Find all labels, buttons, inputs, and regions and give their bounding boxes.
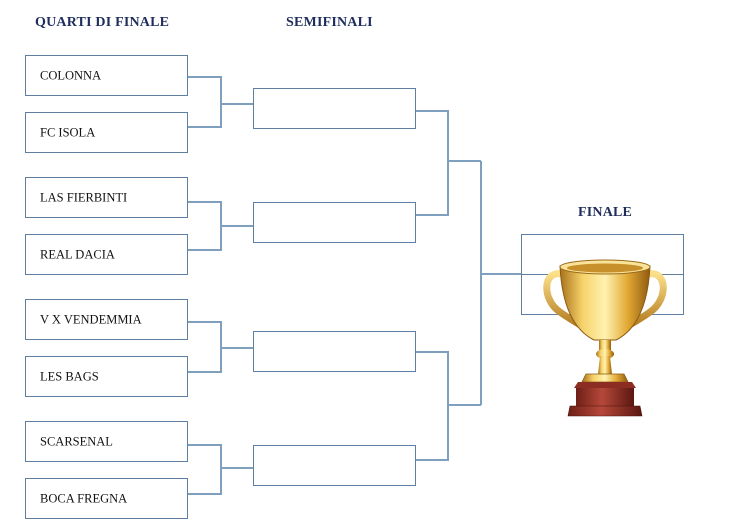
connector-sf1-sf2 xyxy=(415,110,449,216)
quarterfinal-slot-4: REAL DACIA xyxy=(25,234,188,275)
team-name: BOCA FREGNA xyxy=(40,491,128,505)
heading-quarterfinals: QUARTI DI FINALE xyxy=(35,15,170,30)
semifinal-slot-2 xyxy=(253,202,416,243)
team-name: V X VENDEMMIA xyxy=(40,312,142,326)
semifinal-slot-1 xyxy=(253,88,416,129)
connector-qf5-qf6 xyxy=(188,321,222,373)
team-name: LAS FIERBINTI xyxy=(40,190,128,204)
connector-qf1-qf2 xyxy=(188,76,222,128)
quarterfinal-slot-6: LES BAGS xyxy=(25,356,188,397)
trophy-icon xyxy=(543,259,667,417)
team-name: REAL DACIA xyxy=(40,247,115,261)
heading-final: FINALE xyxy=(578,205,633,220)
team-name: LES BAGS xyxy=(40,369,99,383)
team-name: COLONNA xyxy=(40,68,102,82)
quarterfinal-slot-7: SCARSENAL xyxy=(25,421,188,462)
quarterfinal-slot-8: BOCA FREGNA xyxy=(25,478,188,519)
team-name: SCARSENAL xyxy=(40,434,113,448)
connector-sf3-sf4 xyxy=(415,351,449,461)
connector-qf7-qf8 xyxy=(188,444,222,495)
quarterfinal-slot-3: LAS FIERBINTI xyxy=(25,177,188,218)
quarterfinal-slot-2: FC ISOLA xyxy=(25,112,188,153)
quarterfinal-slot-1: COLONNA xyxy=(25,55,188,96)
quarterfinal-slot-5: V X VENDEMMIA xyxy=(25,299,188,340)
connector-qf3-qf4 xyxy=(188,201,222,251)
semifinal-slot-4 xyxy=(253,445,416,486)
semifinal-slot-3 xyxy=(253,331,416,372)
heading-semifinals: SEMIFINALI xyxy=(286,15,373,30)
team-name: FC ISOLA xyxy=(40,125,96,139)
